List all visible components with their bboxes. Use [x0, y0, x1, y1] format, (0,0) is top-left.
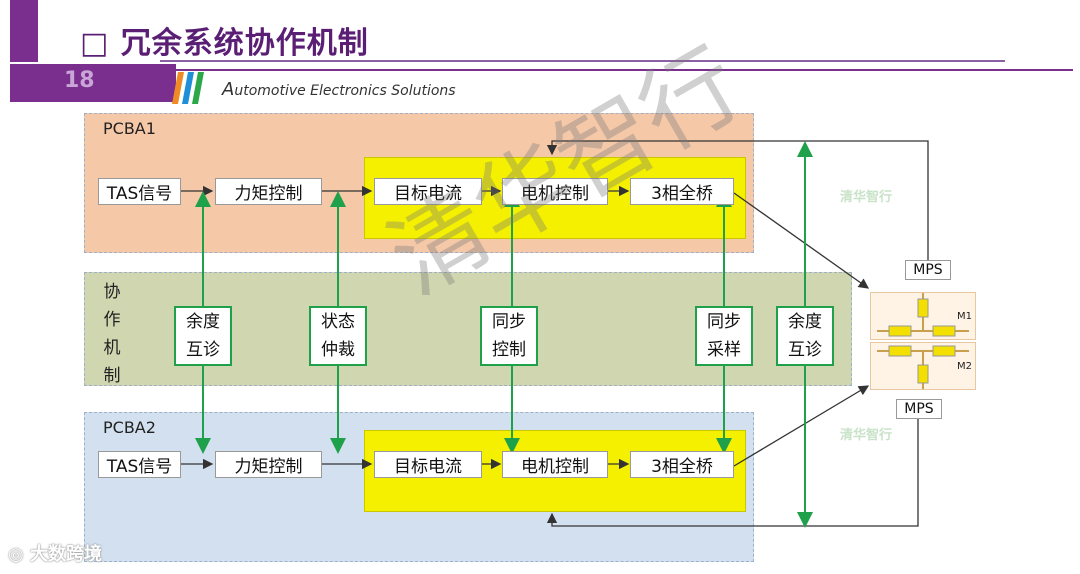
cooperation-label: 协 作 机 制: [103, 282, 121, 386]
pcba1-torque-control: 力矩控制: [215, 178, 322, 205]
mechanism-redundancy-diagnosis-1: 余度互诊: [174, 306, 232, 366]
watermark-bottom: 清华智行: [840, 428, 893, 443]
pcba2-target-current: 目标电流: [374, 451, 482, 478]
motor-m2: M2: [870, 342, 976, 390]
mechanism-sync-sampling: 同步采样: [695, 306, 753, 366]
company-tagline: Automotive Electronics Solutions: [222, 79, 456, 100]
mechanism-sync-control: 同步控制: [480, 306, 538, 366]
mps-sensor-bottom: MPS: [896, 399, 942, 419]
mps-sensor-top: MPS: [905, 260, 951, 280]
pcba1-label: PCBA1: [103, 119, 156, 138]
pcba2-tas-signal: TAS信号: [98, 451, 181, 478]
motor-m1: M1: [870, 292, 976, 340]
title-divider: [160, 60, 1005, 62]
motor-m1-label: M1: [957, 311, 972, 322]
mechanism-state-arbitration: 状态仲裁: [309, 306, 367, 366]
pcba1-motor-control: 电机控制: [502, 178, 608, 205]
brand-stripes-icon: [172, 72, 204, 104]
pcba2-label: PCBA2: [103, 418, 156, 437]
pcba1-tas-signal: TAS信号: [98, 178, 181, 205]
motor-winding-m2-icon: [877, 345, 969, 389]
motor-m2-label: M2: [957, 361, 972, 372]
pcba2-torque-control: 力矩控制: [215, 451, 322, 478]
slide-number-box: [10, 64, 176, 102]
page-title: □ 冗余系统协作机制: [80, 26, 369, 61]
pcba2-motor-control: 电机控制: [502, 451, 608, 478]
watermark-top: 清华智行: [840, 190, 893, 205]
pcba1-target-current: 目标电流: [374, 178, 482, 205]
footer-watermark-logo: ◎ 大数跨境: [8, 544, 102, 565]
pcba2-three-phase-bridge: 3相全桥: [630, 451, 734, 478]
motor-winding-m1-icon: [877, 293, 969, 337]
header-accent-bar: [10, 0, 38, 62]
pcba1-three-phase-bridge: 3相全桥: [630, 178, 734, 205]
footer-logo-icon: ◎: [8, 544, 30, 565]
mechanism-redundancy-diagnosis-2: 余度互诊: [776, 306, 834, 366]
slide-number: 18: [64, 68, 95, 93]
subtitle-divider: [170, 69, 1073, 71]
